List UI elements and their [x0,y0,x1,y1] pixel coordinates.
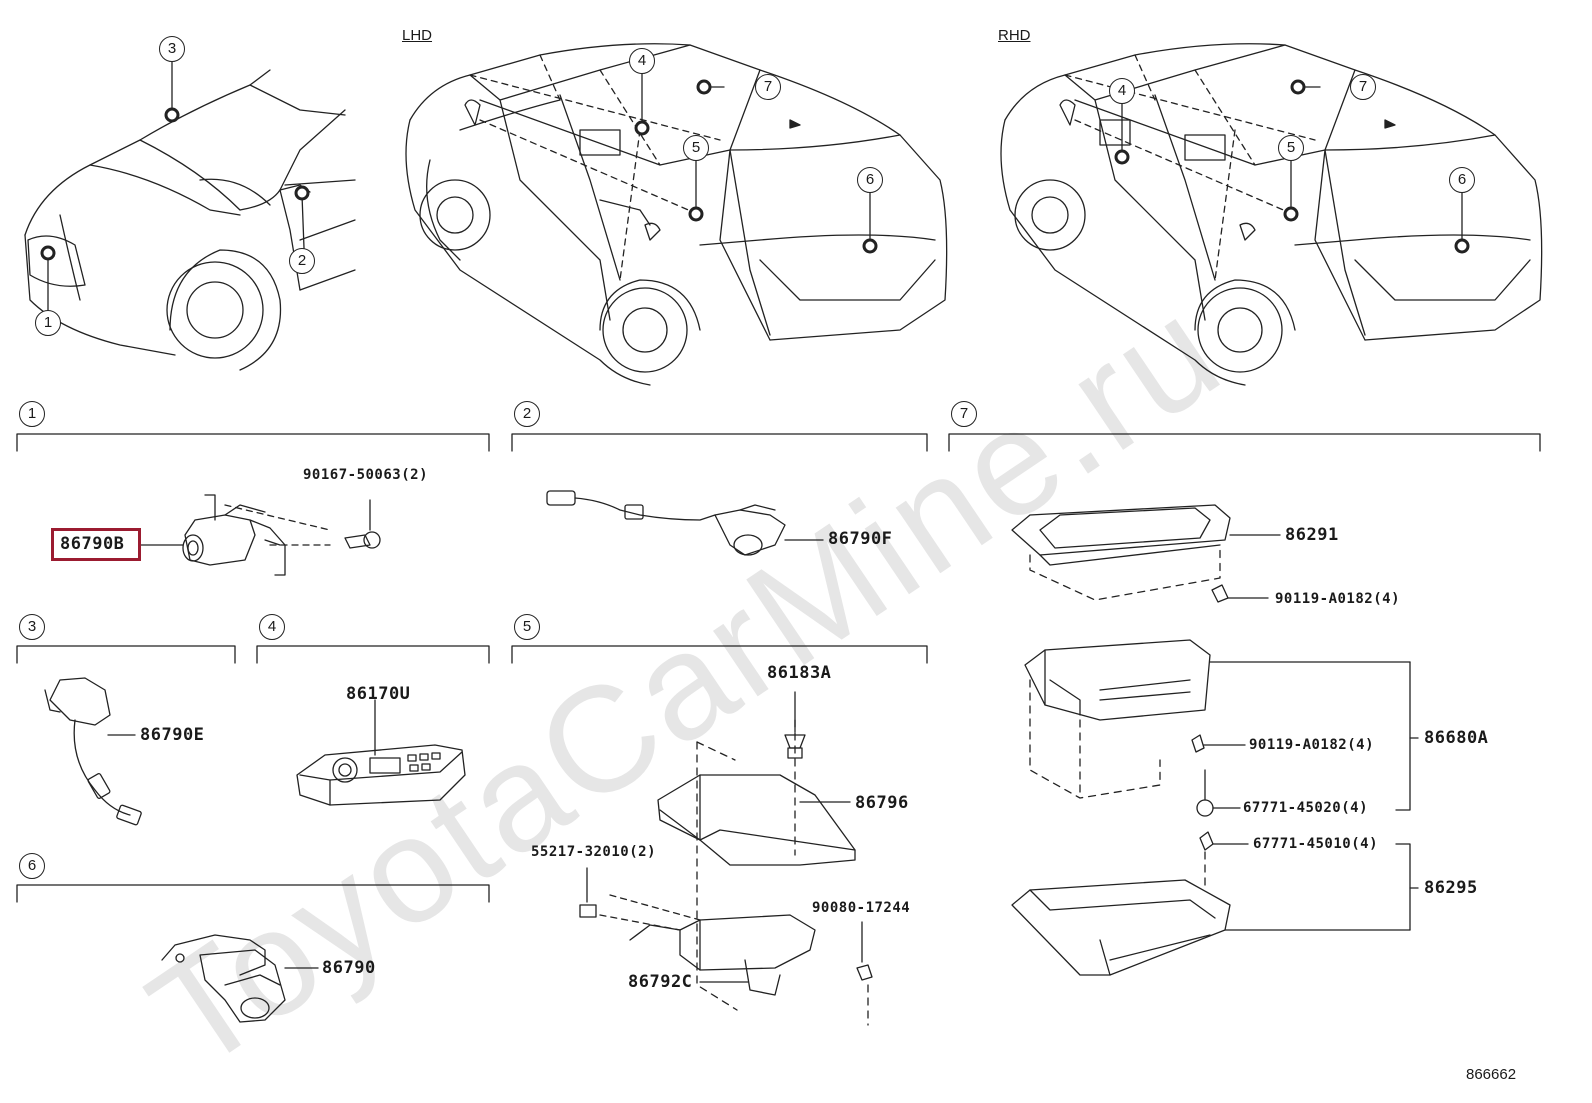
part-label-86792C[interactable]: 86792C [628,972,693,992]
vehicle-rhd-view [1000,43,1543,386]
callout-markers [40,79,1470,261]
part-label-86790E[interactable]: 86790E [140,725,205,745]
callout-7-lhd[interactable]: 7 [755,74,781,100]
part-label-90119-A0182-upper[interactable]: 90119-A0182(4) [1275,591,1401,607]
part-label-55217-32010[interactable]: 55217-32010(2) [531,844,657,860]
section-1-number: 1 [19,401,45,427]
part-86790-drawing [161,934,319,1023]
part-86170U-drawing [296,699,466,806]
lhd-label: LHD [402,27,433,44]
section-6-number: 6 [19,853,45,879]
diagram-reference-number: 866662 [1466,1066,1517,1083]
part-label-67771-45010[interactable]: 67771-45010(4) [1253,836,1379,852]
callout-6-lhd[interactable]: 6 [857,167,883,193]
part-label-86680A[interactable]: 86680A [1424,728,1489,748]
vehicle-front-view [24,61,356,371]
section-brackets [16,433,1541,903]
part-86680A-drawing [1024,639,1419,817]
callout-2[interactable]: 2 [289,248,315,274]
part-label-86796[interactable]: 86796 [855,793,909,813]
selected-part-highlight [51,528,141,561]
part-label-86291[interactable]: 86291 [1285,525,1339,545]
part-label-90080-17244[interactable]: 90080-17244 [812,900,911,916]
callout-4-lhd[interactable]: 4 [629,48,655,74]
section-5-number: 5 [514,614,540,640]
callout-7-rhd[interactable]: 7 [1350,74,1376,100]
part-label-86790[interactable]: 86790 [322,958,376,978]
callout-6-rhd[interactable]: 6 [1449,167,1475,193]
part-label-86183A[interactable]: 86183A [767,663,832,683]
part-label-67771-45020[interactable]: 67771-45020(4) [1243,800,1369,816]
section-3-number: 3 [19,614,45,640]
part-label-90119-A0182-lower[interactable]: 90119-A0182(4) [1249,737,1375,753]
section-7-number: 7 [951,401,977,427]
rhd-label: RHD [998,27,1031,44]
callout-3[interactable]: 3 [159,36,185,62]
part-label-86790B[interactable]: 86790B [60,534,125,554]
callout-4-rhd[interactable]: 4 [1109,78,1135,104]
part-86790E-drawing [44,677,142,826]
part-label-86295[interactable]: 86295 [1424,878,1478,898]
part-86790F-drawing [546,490,824,556]
callout-5-lhd[interactable]: 5 [683,135,709,161]
part-86790B-drawing [139,494,381,576]
callout-1[interactable]: 1 [35,310,61,336]
part-label-86790F[interactable]: 86790F [828,529,893,549]
vehicle-lhd-view [405,43,948,386]
part-86291-drawing [1011,504,1281,603]
section-2-number: 2 [514,401,540,427]
part-label-86170U[interactable]: 86170U [346,684,411,704]
part-label-90167-50063[interactable]: 90167-50063(2) [303,467,429,483]
section-4-number: 4 [259,614,285,640]
part-86796-86792C-drawing [579,691,873,1026]
callout-5-rhd[interactable]: 5 [1278,135,1304,161]
part-86295-drawing [1011,831,1419,976]
